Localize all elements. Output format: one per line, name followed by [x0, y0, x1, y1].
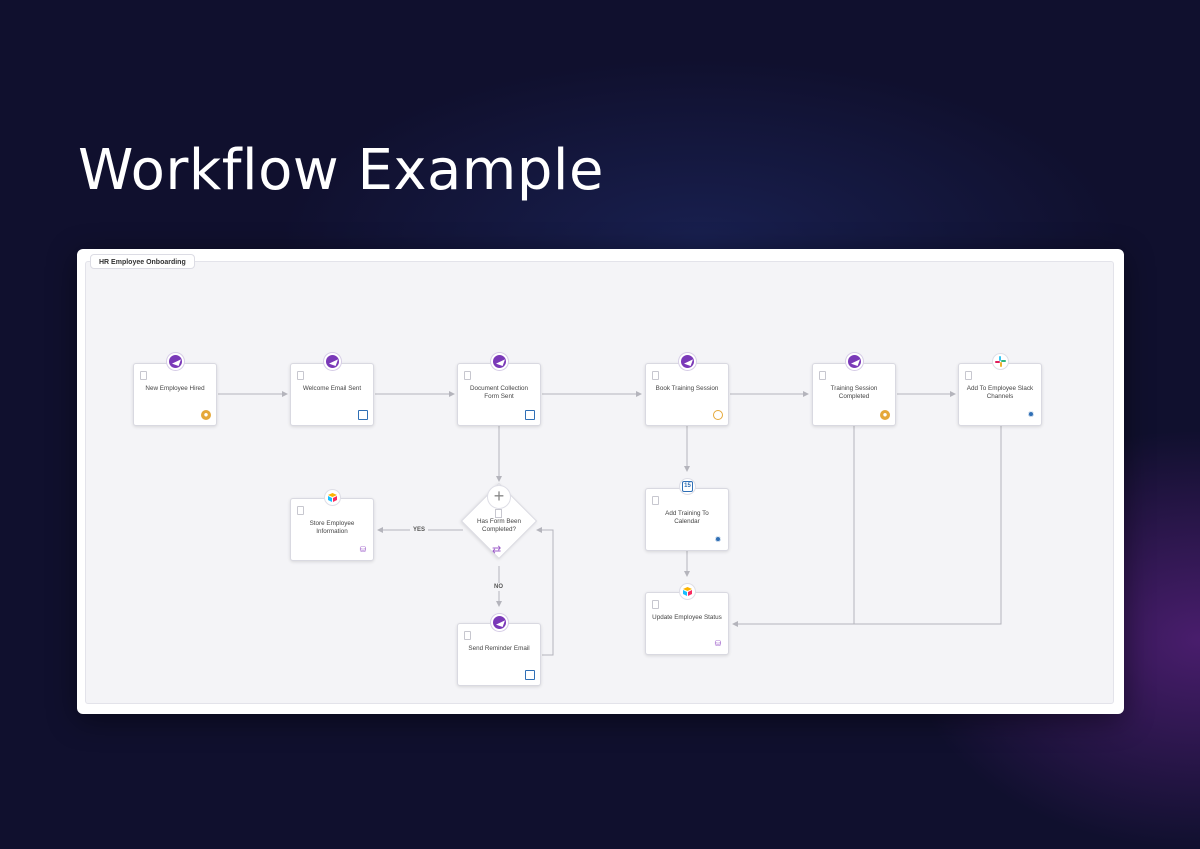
- page-heading: Workflow Example: [78, 138, 604, 203]
- node-label: Send Reminder Email: [468, 645, 530, 652]
- envelope-icon: [358, 410, 368, 420]
- document-icon: [464, 631, 471, 640]
- document-icon: [297, 506, 304, 515]
- node-welcome-email-sent[interactable]: Welcome Email Sent: [290, 363, 374, 426]
- node-update-status[interactable]: Update Employee Status ⛁: [645, 592, 729, 655]
- airtable-icon: [324, 489, 341, 506]
- gear-icon: ✹: [1027, 410, 1035, 419]
- database-icon: ⛁: [714, 639, 722, 648]
- document-icon: [495, 509, 502, 518]
- email-app-icon: [324, 353, 341, 370]
- envelope-icon: [525, 410, 535, 420]
- node-label: Document Collection Form Sent: [469, 385, 529, 401]
- decision-label: Has Form Been Completed?: [476, 518, 522, 534]
- envelope-icon: [525, 670, 535, 680]
- document-icon: [297, 371, 304, 380]
- workflow-board: HR Employee Onboarding: [77, 249, 1124, 714]
- calendar-day: 15: [682, 481, 693, 492]
- document-icon: [464, 371, 471, 380]
- node-label: Add To Employee Slack Channels: [966, 385, 1034, 401]
- document-icon: [652, 600, 659, 609]
- user-icon: ●: [201, 410, 211, 420]
- node-label: Update Employee Status: [652, 614, 722, 621]
- calendar-icon: 15: [679, 478, 696, 495]
- node-label: Welcome Email Sent: [302, 385, 362, 392]
- database-icon: ⛁: [359, 545, 367, 554]
- node-add-calendar[interactable]: Add Training To Calendar ✹: [645, 488, 729, 551]
- gear-icon: ✹: [714, 535, 722, 544]
- node-book-training[interactable]: Book Training Session: [645, 363, 729, 426]
- node-label: Book Training Session: [655, 385, 719, 392]
- email-app-icon: [491, 353, 508, 370]
- node-new-employee-hired[interactable]: New Employee Hired ●: [133, 363, 217, 426]
- node-add-slack[interactable]: Add To Employee Slack Channels ✹: [958, 363, 1042, 426]
- document-icon: [140, 371, 147, 380]
- user-icon: ●: [880, 410, 890, 420]
- email-app-icon: [491, 614, 508, 631]
- node-document-collection[interactable]: Document Collection Form Sent: [457, 363, 541, 426]
- swap-icon: ⇄: [492, 544, 502, 556]
- node-label: New Employee Hired: [145, 385, 205, 392]
- node-store-employee[interactable]: Store Employee Information ⛁: [290, 498, 374, 561]
- email-app-icon: [167, 353, 184, 370]
- workflow-canvas[interactable]: [85, 261, 1114, 704]
- node-training-completed[interactable]: Training Session Completed ●: [812, 363, 896, 426]
- workflow-title-tab[interactable]: HR Employee Onboarding: [90, 254, 195, 269]
- node-label: Store Employee Information: [309, 520, 355, 536]
- email-app-icon: [846, 353, 863, 370]
- node-label: Add Training To Calendar: [665, 510, 709, 526]
- email-app-icon: [679, 353, 696, 370]
- document-icon: [652, 496, 659, 505]
- add-step-icon[interactable]: +: [487, 485, 511, 509]
- airtable-icon: [679, 583, 696, 600]
- node-label: Training Session Completed: [830, 385, 878, 401]
- document-icon: [965, 371, 972, 380]
- edge-label-yes: YES: [410, 526, 429, 534]
- slack-icon: [992, 353, 1009, 370]
- edge-label-no: NO: [491, 583, 506, 591]
- node-send-reminder[interactable]: Send Reminder Email: [457, 623, 541, 686]
- globe-icon: [713, 410, 723, 420]
- document-icon: [652, 371, 659, 380]
- document-icon: [819, 371, 826, 380]
